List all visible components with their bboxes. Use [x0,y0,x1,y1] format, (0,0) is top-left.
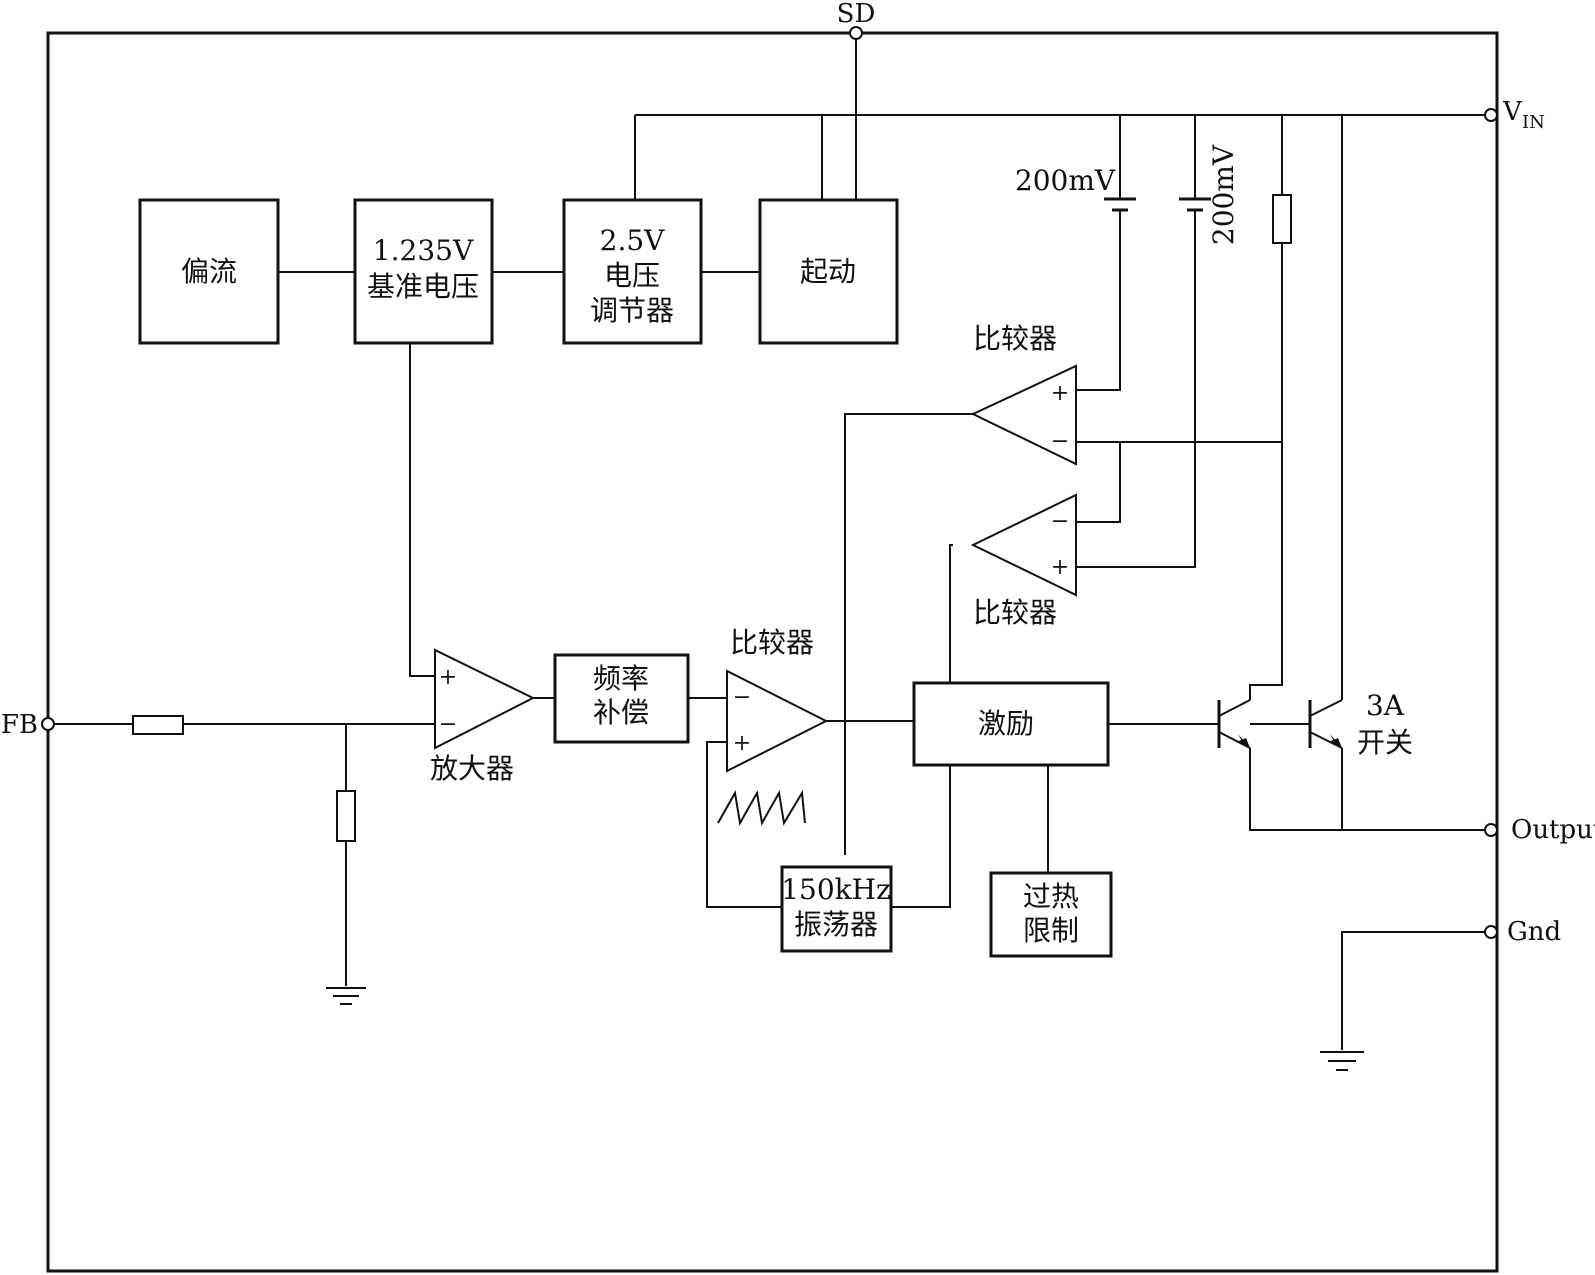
freq-comp-label-2: 补偿 [593,696,649,729]
comparator-mid [970,493,1077,597]
freq-comp-block [553,653,690,744]
comparator-pwm [726,669,829,773]
comparator-pwm-minus: − [733,685,751,710]
amplifier-plus: + [439,665,457,690]
freq-comp-label-1: 频率 [593,662,649,695]
bias-label: 偏流 [181,255,237,288]
oscillator-block [780,865,893,953]
label-vin-sub: IN [1522,112,1545,133]
regulator-label-2: 调节器 [590,294,674,327]
switch-name: 开关 [1357,726,1413,759]
label-gnd: Gnd [1507,917,1561,947]
oscillator-freq: 150kHz [781,873,891,906]
amplifier-minus: − [439,712,457,737]
label-output: Output [1511,815,1595,845]
thermal-label-1: 过热 [1023,880,1079,913]
bias-block [138,198,280,345]
label-sd: SD [837,0,876,29]
comparator-pwm-plus: + [733,731,751,756]
driver-label: 激励 [978,707,1034,740]
regulator-voltage: 2.5V [600,224,666,257]
comparator-mid-label: 比较器 [973,596,1057,629]
pin-output [1484,823,1498,837]
pin-vin [1484,108,1498,122]
comparator-mid-plus: + [1051,555,1069,580]
chip-outline [46,31,1499,1273]
oscillator-label: 振荡器 [794,908,878,941]
ref-200mv-b: 200mV [1207,144,1240,245]
reference-label: 基准电压 [367,270,479,303]
comparator-top-label: 比较器 [973,322,1057,355]
comparator-top [970,364,1077,466]
label-fb: FB [1,710,38,740]
startup-label: 起动 [800,255,856,288]
amplifier-label: 放大器 [430,752,514,785]
pin-fb [41,717,55,731]
amplifier [434,648,536,750]
thermal-label-2: 限制 [1023,914,1079,947]
comparator-pwm-label: 比较器 [730,626,814,659]
comparator-top-plus: + [1051,381,1069,406]
comparator-top-minus: − [1051,429,1069,454]
regulator-label-1: 电压 [604,259,660,292]
thermal-block [989,871,1113,958]
driver-block [912,681,1110,767]
ref-200mv-a: 200mV [1015,164,1116,197]
startup-block [758,198,899,345]
reference-voltage: 1.235V [373,234,474,267]
pin-sd [849,26,863,40]
label-vin: V [1502,97,1523,127]
reference-block [353,198,494,345]
regulator-block [562,198,703,345]
switch-rating: 3A [1366,689,1405,722]
pin-gnd [1484,925,1498,939]
comparator-mid-minus: − [1051,509,1069,534]
